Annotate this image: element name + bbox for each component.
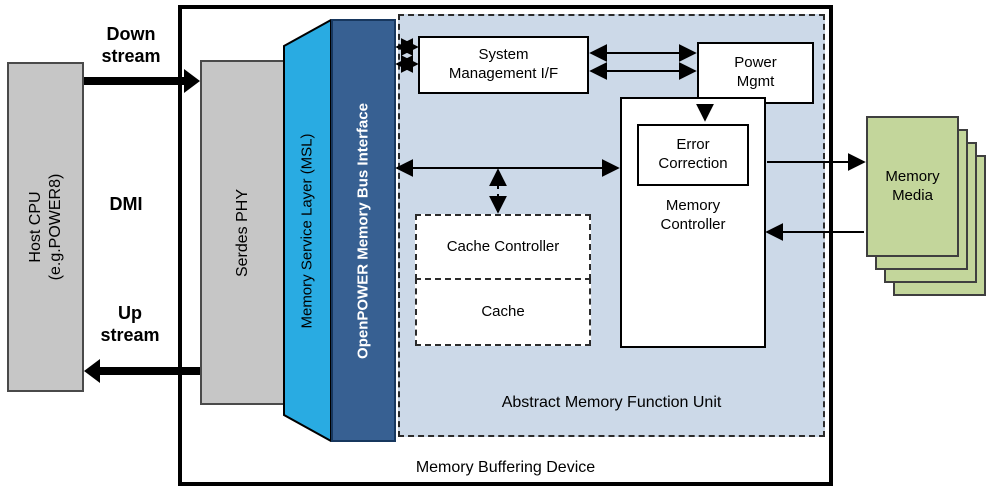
- upstream-label: Up stream: [100, 303, 160, 345]
- serdes-phy-box: Serdes PHY: [200, 60, 286, 405]
- memory-controller-label: Memory Controller: [660, 197, 726, 233]
- cache-box: Cache: [415, 278, 591, 346]
- cache-controller-box: Cache Controller: [415, 214, 591, 280]
- power-mgmt-box: Power Mgmt: [697, 42, 814, 104]
- openpower-memory-bus-label: OpenPOWER Memory Bus Interface: [354, 102, 372, 359]
- amf-label: Abstract Memory Function Unit: [501, 394, 722, 411]
- memory-media-label: Memory Media: [885, 167, 940, 204]
- system-management-box: System Management I/F: [418, 36, 589, 94]
- memory-media-stack: Memory Media: [866, 116, 988, 297]
- dmi-label: DMI: [109, 194, 143, 214]
- openpower-memory-bus-box: OpenPOWER Memory Bus Interface: [331, 19, 396, 442]
- memory-media-box: Memory Media: [866, 116, 959, 257]
- serdes-phy-label: Serdes PHY: [234, 188, 251, 277]
- error-correction-box: Error Correction: [637, 124, 749, 186]
- msl-label: Memory Service Layer (MSL): [298, 132, 316, 329]
- host-cpu-label: Host CPU (e.g.POWER8): [26, 173, 64, 281]
- memory-service-layer-box: Memory Service Layer (MSL): [283, 18, 332, 443]
- host-cpu-box: Host CPU (e.g.POWER8): [7, 62, 84, 392]
- memory-buffering-device-label: Memory Buffering Device: [415, 459, 596, 476]
- downstream-label: Down stream: [101, 24, 161, 66]
